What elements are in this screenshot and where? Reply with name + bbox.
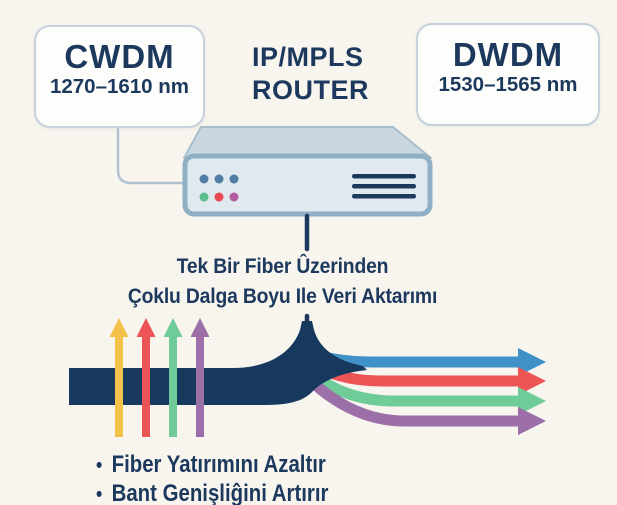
caption: Tek Bir Fiber Ûzerinden Çoklu Dalga Boyu…	[28, 251, 537, 311]
dwdm-box: DWDM 1530–1565 nm	[416, 23, 600, 126]
list-item: • Fiber Yatırımını Azaltır	[96, 451, 328, 480]
router-label: IP/MPLS ROUTER	[252, 41, 369, 107]
output-arrow-red-head	[518, 367, 546, 395]
input-arrow-purple-head	[190, 318, 210, 337]
output-arrow-purple-head	[518, 407, 546, 435]
input-arrow-red-shaft	[142, 334, 150, 437]
caption-line2: Çoklu Dalga Boyu Ile Veri Aktarımı	[127, 284, 438, 308]
cwdm-title: CWDM	[64, 38, 175, 75]
input-arrow-purple-shaft	[196, 334, 204, 437]
router-led	[199, 192, 209, 202]
router-vent-line	[352, 194, 416, 199]
router-label-line2: ROUTER	[252, 75, 369, 105]
cwdm-box: CWDM 1270–1610 nm	[34, 25, 205, 128]
input-arrow-yellow-shaft	[115, 334, 123, 437]
input-arrow-yellow-head	[109, 318, 129, 337]
router-vent-line	[352, 174, 416, 179]
dwdm-title: DWDM	[452, 36, 564, 73]
router-label-line1: IP/MPLS	[252, 42, 364, 72]
output-arrow-blue-head	[518, 348, 546, 376]
router-device-icon	[182, 126, 433, 217]
router-led	[229, 174, 239, 184]
benefit-text: Fiber Yatırımını Azaltır	[111, 451, 326, 478]
router-led	[229, 192, 239, 202]
router-led	[214, 192, 224, 202]
router-led	[214, 174, 224, 184]
router-led	[199, 174, 209, 184]
input-arrow-red-head	[136, 318, 156, 337]
input-arrows	[109, 318, 210, 437]
list-item: • Bant Genişliĝini Artırır	[96, 480, 328, 505]
router-vent-line	[352, 184, 416, 189]
input-arrow-green-shaft	[169, 334, 177, 437]
output-arrow-green-head	[518, 387, 546, 415]
benefit-text: Bant Genişliĝini Artırır	[111, 480, 329, 505]
input-arrow-green-head	[163, 318, 183, 337]
bullet-icon: •	[96, 483, 103, 505]
benefits-list: • Fiber Yatırımını Azaltır • Bant Genişl…	[96, 451, 328, 505]
router-top-panel	[183, 126, 432, 159]
caption-line1: Tek Bir Fiber Ûzerinden	[176, 254, 389, 278]
cwdm-router-connector-line	[116, 127, 185, 185]
bullet-icon: •	[96, 454, 103, 477]
dwdm-wavelength-range: 1530–1565 nm	[438, 73, 578, 96]
cwdm-wavelength-range: 1270–1610 nm	[49, 75, 190, 98]
